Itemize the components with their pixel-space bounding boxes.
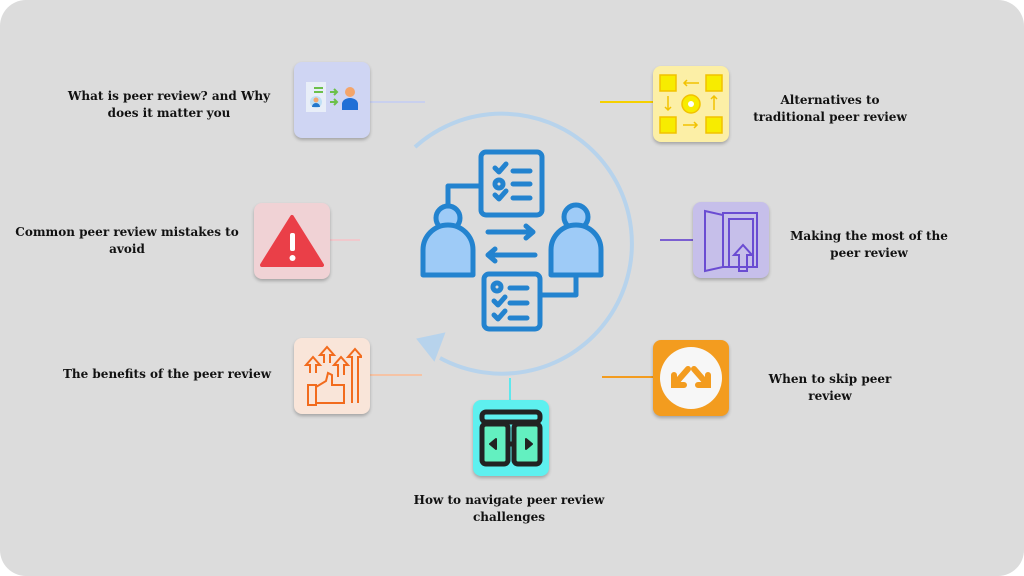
skip-arrows-icon — [660, 347, 722, 409]
navigation-panels-icon — [479, 409, 543, 467]
connector-navigate — [509, 378, 511, 400]
peer-review-exchange-icon — [420, 149, 604, 332]
label-line: challenges — [472, 510, 546, 524]
label-most: Making the most of the peer review — [790, 228, 948, 262]
label-line: does it matter you — [107, 106, 231, 120]
connector-what-is — [370, 101, 425, 103]
label-line: avoid — [109, 242, 145, 256]
skip-icon-box — [653, 340, 729, 416]
label-line: When to skip peer — [768, 372, 892, 386]
benefits-icon-box — [294, 338, 370, 414]
thumbs-up-growth-icon — [303, 345, 362, 406]
label-line: peer review — [830, 246, 908, 260]
label-benefits: The benefits of the peer review — [63, 366, 271, 383]
label-line: review — [808, 389, 852, 403]
open-door-icon — [704, 209, 758, 273]
warning-icon — [260, 215, 324, 267]
connector-skip — [602, 376, 653, 378]
document-to-person-icon — [306, 82, 358, 112]
most-icon-box — [693, 202, 769, 278]
navigate-icon-box — [473, 400, 549, 476]
label-line: Common peer review mistakes to — [15, 225, 239, 239]
what-is-icon-box — [294, 62, 370, 138]
alternatives-icon-box — [653, 66, 729, 142]
label-line: traditional peer review — [753, 110, 907, 124]
label-navigate: How to navigate peer review challenges — [414, 492, 605, 526]
connector-most — [660, 239, 693, 241]
connector-mistakes — [330, 239, 360, 241]
mistakes-icon-box — [254, 203, 330, 279]
label-skip: When to skip peer review — [769, 371, 892, 405]
connector-benefits — [370, 374, 422, 376]
label-line: What is peer review? and Why — [67, 89, 271, 103]
label-what-is: What is peer review? and Why does it matt… — [68, 88, 270, 122]
label-alternatives: Alternatives to traditional peer review — [753, 92, 907, 126]
puzzle-cycle-icon — [659, 74, 723, 134]
label-line: How to navigate peer review — [413, 493, 605, 507]
label-line: Making the most of the — [790, 229, 948, 243]
connector-alternatives — [600, 101, 653, 103]
label-line: Alternatives to — [780, 93, 880, 107]
label-mistakes: Common peer review mistakes to avoid — [15, 224, 238, 258]
label-line: The benefits of the peer review — [62, 367, 272, 381]
